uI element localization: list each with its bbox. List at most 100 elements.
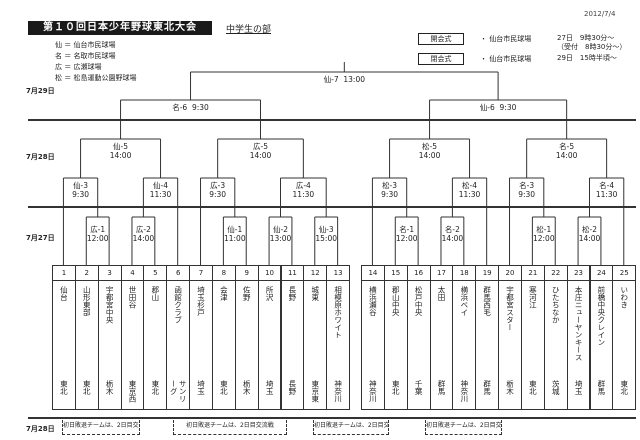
team-prefecture: 東北	[528, 380, 538, 395]
opening-ceremony-venue: ・ 仙台市民球場	[480, 35, 532, 43]
team-number: 1	[53, 266, 75, 281]
match-id: 仙-2	[273, 225, 288, 234]
team-name: 横浜ベイ	[459, 286, 469, 316]
match-time: 11:30	[292, 190, 315, 199]
day-separator	[28, 417, 636, 419]
team-number: 5	[144, 266, 167, 281]
day-separator	[28, 119, 636, 121]
team-name: 太田	[436, 286, 446, 301]
match-time: 13:00	[343, 75, 365, 84]
team-number: 6	[167, 266, 190, 281]
team-number: 13	[327, 266, 350, 281]
team-number: 11	[281, 266, 304, 281]
team-number: 23	[567, 266, 590, 281]
team-prefecture: 千葉	[414, 380, 424, 395]
team-number: 12	[304, 266, 327, 281]
match-time: 9:30	[499, 103, 517, 112]
team-name: 寒河江	[528, 286, 538, 309]
match-id: 松-4	[462, 181, 478, 190]
consolation-note: 初日敗退チームは、2日目交流戦	[313, 420, 389, 435]
day-label-28-bottom: 7月28日	[26, 425, 55, 433]
closing-ceremony-time: 29日 15時半頃～	[557, 54, 617, 62]
team-name: 山形東部	[82, 286, 92, 316]
match-time: 14:00	[555, 151, 578, 160]
team-name: 宇都宮スター	[505, 286, 515, 331]
team-number: 3	[98, 266, 121, 281]
match-time: 9:30	[518, 190, 536, 199]
team-number: 10	[258, 266, 281, 281]
match-id: 仙-6	[479, 103, 495, 112]
team-number: 24	[590, 266, 613, 281]
team-number: 19	[476, 266, 499, 281]
team-prefecture: 神奈川	[333, 380, 343, 403]
match-time: 14:00	[578, 234, 601, 243]
closing-ceremony-label: 閉会式	[418, 53, 464, 65]
match-label: 仙-7 13:00	[309, 75, 379, 84]
team-prefecture: 埼玉	[265, 380, 275, 395]
match-time: 14:00	[441, 234, 464, 243]
team-number: 25	[613, 266, 636, 281]
venue-legend-item: 仙 ＝ 仙台市民球場	[55, 41, 116, 49]
team-prefecture: 群馬	[482, 380, 492, 395]
consolation-note: 初日敗退チームは、2日目交流戦	[173, 420, 287, 435]
match-id: 名-3	[519, 181, 535, 190]
match-id: 名-6	[172, 103, 188, 112]
team-name: 松戸中央	[414, 286, 424, 316]
match-time: 11:30	[595, 190, 618, 199]
match-time: 14:00	[132, 234, 155, 243]
team-prefecture: サンリーグ	[169, 380, 188, 403]
match-id: 松-3	[382, 181, 398, 190]
team-name: 郡山	[150, 286, 160, 301]
match-time: 9:30	[191, 103, 209, 112]
team-name: 宇都宮中央	[105, 286, 115, 324]
match-id: 名-4	[599, 181, 615, 190]
team-number: 14	[362, 266, 384, 281]
team-name: 佐野	[242, 286, 252, 301]
team-name: 埼玉杉戸	[196, 286, 206, 316]
team-name: 横浜瀬谷	[368, 286, 378, 316]
team-number: 15	[384, 266, 407, 281]
match-id: 仙-4	[153, 181, 169, 190]
venue-legend-item: 広 ＝ 広瀬球場	[55, 63, 102, 71]
team-prefecture: 栃木	[105, 380, 115, 395]
match-id: 仙-5	[113, 142, 129, 151]
team-name: 郡山中央	[391, 286, 401, 316]
team-column: 13 相模原ホワイト神奈川	[326, 265, 351, 410]
team-name: 本庄ニューヤンキース	[574, 286, 584, 361]
team-number: 7	[190, 266, 212, 281]
match-id: 広-5	[253, 142, 268, 151]
team-number: 20	[499, 266, 521, 281]
match-id: 仙-7	[323, 75, 339, 84]
team-prefecture: 神奈川	[459, 380, 469, 403]
match-time: 9:30	[72, 190, 89, 199]
team-name: 相模原ホワイト	[333, 286, 343, 339]
consolation-note: 初日敗退チームは、2日目交流戦	[425, 420, 502, 435]
